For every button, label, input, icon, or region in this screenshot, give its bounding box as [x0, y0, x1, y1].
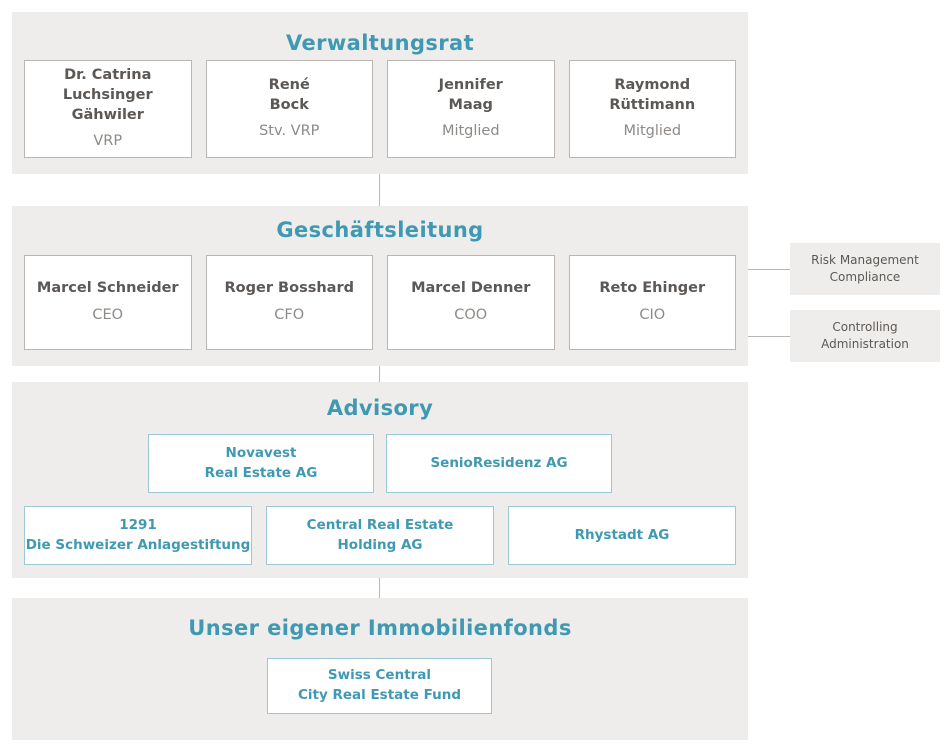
management-member-card[interactable]: Reto Ehinger CIO: [568, 255, 736, 350]
advisory-row-top: Novavest Real Estate AG SenioResidenz AG: [12, 434, 748, 493]
person-role: Mitglied: [441, 123, 500, 140]
person-role: CIO: [639, 307, 666, 323]
side-box-risk-management[interactable]: Risk Management Compliance: [790, 243, 940, 295]
person-name: Raymond Rüttimann: [609, 77, 696, 113]
advisory-card[interactable]: Rhystadt AG: [508, 506, 736, 565]
person-role: Stv. VRP: [259, 123, 320, 140]
board-member-card[interactable]: René Bock Stv. VRP: [205, 60, 373, 158]
person-name: Marcel Schneider: [36, 280, 179, 297]
person-role: VRP: [93, 133, 123, 150]
connector-board-to-management: [379, 174, 380, 206]
board-title: Verwaltungsrat: [285, 31, 475, 55]
person-role: CEO: [92, 307, 124, 323]
person-name: Dr. Catrina Luchsinger Gähwiler: [62, 67, 153, 123]
management-member-row: Marcel Schneider CEO Roger Bosshard CFO …: [12, 255, 748, 350]
fund-card[interactable]: Swiss Central City Real Estate Fund: [267, 658, 492, 714]
advisory-card[interactable]: SenioResidenz AG: [386, 434, 612, 493]
management-title: Geschäftsleitung: [276, 218, 484, 242]
connector-management-to-controlling: [748, 336, 790, 337]
person-name: Roger Bosshard: [224, 280, 354, 297]
advisory-card[interactable]: 1291 Die Schweizer Anlagestiftung: [24, 506, 252, 565]
person-name: Reto Ehinger: [599, 280, 706, 297]
advisory-card[interactable]: Central Real Estate Holding AG: [266, 506, 494, 565]
advisory-row-bottom: 1291 Die Schweizer Anlagestiftung Centra…: [12, 506, 748, 565]
connector-management-to-risk: [748, 269, 790, 270]
person-role: Mitglied: [623, 123, 682, 140]
advisory-card[interactable]: Novavest Real Estate AG: [148, 434, 374, 493]
board-member-card[interactable]: Raymond Rüttimann Mitglied: [568, 60, 736, 158]
board-member-card[interactable]: Jennifer Maag Mitglied: [387, 60, 555, 158]
person-name: René Bock: [268, 77, 310, 113]
management-member-card[interactable]: Marcel Schneider CEO: [24, 255, 192, 350]
connector-advisory-to-fund: [379, 578, 380, 598]
advisory-title: Advisory: [326, 396, 434, 420]
board-member-row: Dr. Catrina Luchsinger Gähwiler VRP René…: [12, 60, 748, 158]
connector-management-to-advisory: [379, 366, 380, 382]
person-name: Jennifer Maag: [438, 77, 503, 113]
management-member-card[interactable]: Marcel Denner COO: [387, 255, 555, 350]
person-name: Marcel Denner: [411, 280, 531, 297]
person-role: COO: [454, 307, 488, 323]
management-member-card[interactable]: Roger Bosshard CFO: [205, 255, 373, 350]
person-role: CFO: [274, 307, 305, 323]
board-member-card[interactable]: Dr. Catrina Luchsinger Gähwiler VRP: [24, 60, 192, 158]
fund-title: Unser eigener Immobilienfonds: [188, 616, 572, 640]
side-box-controlling[interactable]: Controlling Administration: [790, 310, 940, 362]
